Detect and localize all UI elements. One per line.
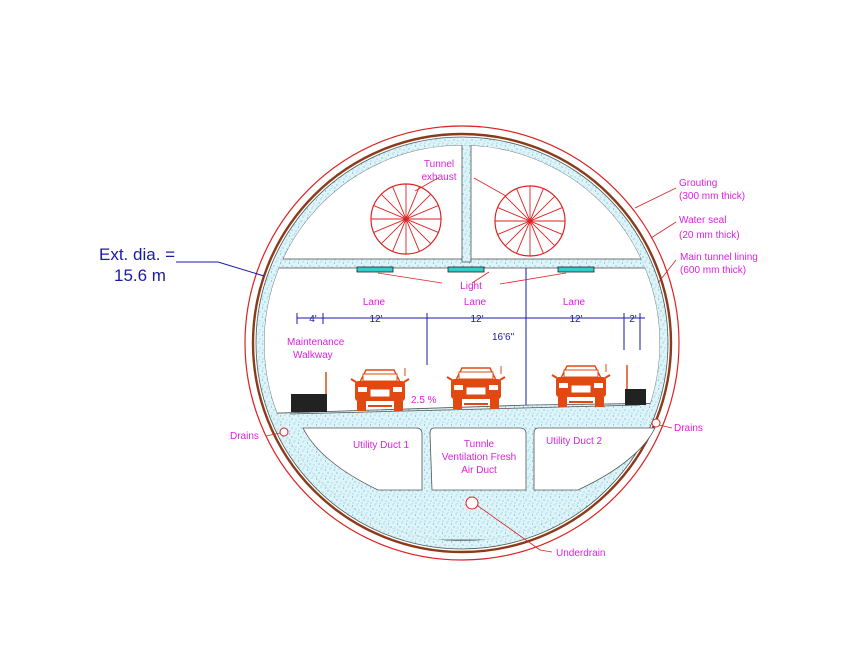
lane-3-label: Lane xyxy=(563,297,586,308)
lane-1-label: Lane xyxy=(363,297,386,308)
slope-label: 2.5 % xyxy=(411,395,437,406)
exhaust-fan-right-icon xyxy=(494,185,566,257)
left-offset-dim: 4' xyxy=(309,314,317,325)
walkway-block-left xyxy=(291,394,327,412)
utility-duct-2-label: Utility Duct 2 xyxy=(546,436,603,447)
clearance-dim: 16'6" xyxy=(492,332,515,343)
right-offset-dim: 2' xyxy=(629,314,637,325)
lane-2-width: 12' xyxy=(470,314,483,325)
ext-dia-leader-2 xyxy=(217,261,265,277)
ventilation-duct-line1: Tunnle xyxy=(464,439,495,450)
water-seal-label-line1: Water seal xyxy=(679,215,726,226)
lining-label-line1: Main tunnel lining xyxy=(680,252,758,263)
grouting-label-line1: Grouting xyxy=(679,178,717,189)
underdrain-label: Underdrain xyxy=(556,548,605,559)
light-fixture-right xyxy=(557,266,595,273)
lane-dimensions xyxy=(296,268,645,405)
grouting-label-line2: (300 mm thick) xyxy=(679,191,745,202)
light-fixture-left xyxy=(356,266,394,273)
light-label: Light xyxy=(460,281,482,292)
drains-left-label: Drains xyxy=(230,431,259,442)
lining-label-line2: (600 mm thick) xyxy=(680,265,746,276)
leader-lines xyxy=(265,177,677,553)
exhaust-divider xyxy=(461,145,472,263)
walkway-label-line2: Walkway xyxy=(293,350,333,361)
utility-duct-1-shape xyxy=(302,427,423,491)
water-seal-label-line2: (20 mm thick) xyxy=(679,230,740,241)
utility-duct-1-label: Utility Duct 1 xyxy=(353,440,410,451)
drain-right-icon xyxy=(651,418,661,428)
light-fixture-center xyxy=(447,266,485,273)
lane-1-width: 12' xyxy=(369,314,382,325)
ext-dia-line2: 15.6 m xyxy=(114,266,166,285)
underdrain-pipe-icon xyxy=(465,496,479,510)
drain-left-icon xyxy=(279,427,289,437)
walkway-label-line1: Maintenance xyxy=(287,337,345,348)
drains-right-label: Drains xyxy=(674,423,703,434)
tunnel-exhaust-line1: Tunnel xyxy=(424,159,454,170)
ventilation-duct-line3: Air Duct xyxy=(461,465,497,476)
walkway-block-right xyxy=(625,389,646,405)
lane-3-width: 12' xyxy=(569,314,582,325)
exhaust-fan-left-icon xyxy=(370,183,442,255)
lane-2-label: Lane xyxy=(464,297,487,308)
utility-duct-2-shape xyxy=(533,427,656,491)
ventilation-duct-shape xyxy=(429,427,527,491)
tunnel-exhaust-line2: exhaust xyxy=(421,172,456,183)
ventilation-duct-line2: Ventilation Fresh xyxy=(442,452,517,463)
ext-dia-line1: Ext. dia. = xyxy=(99,245,175,264)
road-surface xyxy=(289,404,641,415)
